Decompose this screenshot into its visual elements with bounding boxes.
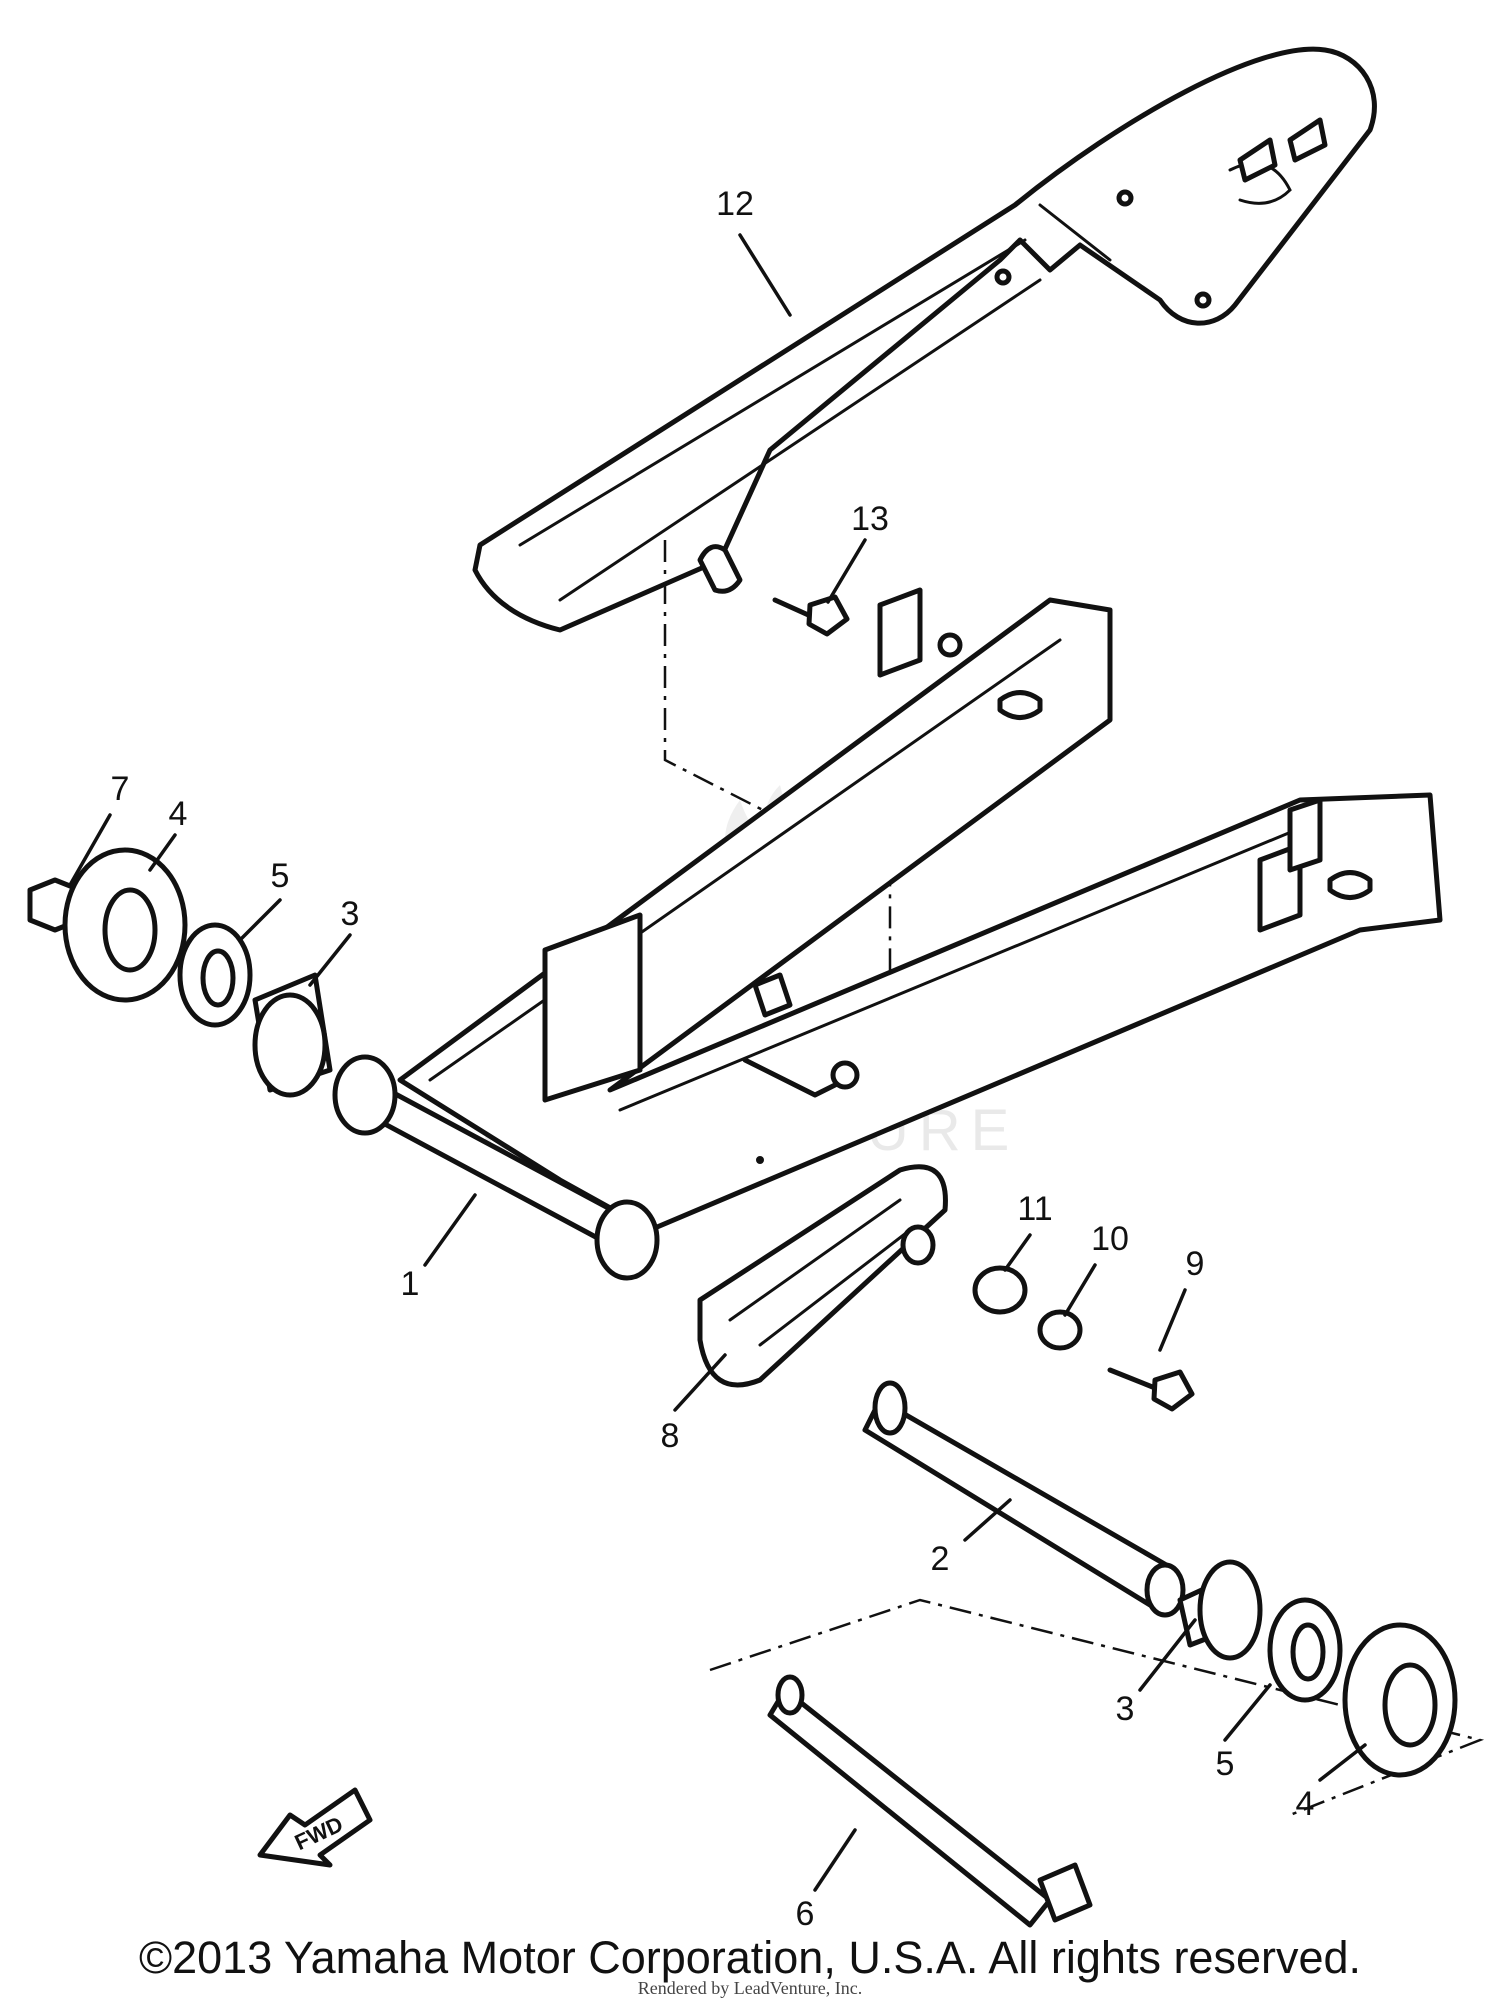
forward-arrow: FWD [257,1787,373,1868]
screw-13 [772,594,850,637]
leader-10 [1063,1263,1097,1317]
oil-seal-left [177,922,253,1028]
leader-2 [963,1498,1012,1542]
pivot-shaft [862,1380,1186,1618]
chain-guard [697,1164,948,1388]
callout-1: 1 [401,1265,420,1303]
collar-11 [972,1265,1028,1315]
callout-8: 8 [661,1417,680,1455]
callout-4b: 4 [1296,1785,1315,1823]
leader-6 [813,1828,857,1892]
leader-5a [238,898,282,942]
chain-case [472,46,1377,633]
leader-12 [738,233,792,317]
leader-4b [1318,1743,1367,1782]
callout-12: 12 [716,185,754,223]
callout-13: 13 [851,500,889,538]
callout-6: 6 [796,1895,815,1933]
leader-9 [1158,1288,1187,1352]
thrust-cover-left [62,847,188,1003]
callout-3b: 3 [1116,1690,1135,1728]
copyright-notice: ©2013 Yamaha Motor Corporation, U.S.A. A… [138,1932,1362,1983]
callout-4a: 4 [169,795,188,833]
callout-2: 2 [931,1540,950,1578]
callout-9: 9 [1186,1245,1205,1283]
leader-3a [308,933,352,987]
assembly-line-pivot-bolt [709,1598,1485,1817]
leader-4a [148,833,177,872]
leader-5b [1223,1683,1272,1742]
leader-3b [1138,1618,1197,1692]
leader-1 [423,1193,477,1267]
bushing-right [1177,1559,1263,1661]
leader-7 [68,813,112,887]
oil-seal-right [1267,1597,1343,1703]
callout-5a: 5 [271,857,290,895]
callout-7: 7 [111,770,130,808]
callout-10: 10 [1091,1220,1129,1258]
callout-5b: 5 [1216,1745,1235,1783]
pivot-bolt [767,1674,1093,1928]
bushing-left [252,972,333,1098]
swingarm [332,587,1443,1281]
thrust-cover-right [1342,1622,1458,1778]
callout-11: 11 [1017,1190,1052,1228]
bolt-9 [1107,1367,1195,1412]
leader-8 [673,1353,727,1412]
callout-3a: 3 [341,895,360,933]
washer-10 [1037,1309,1083,1351]
leader-13 [826,538,867,604]
rendered-by-credit: Rendered by LeadVenture, Inc. [637,1978,863,1998]
leader-11 [1003,1233,1032,1272]
